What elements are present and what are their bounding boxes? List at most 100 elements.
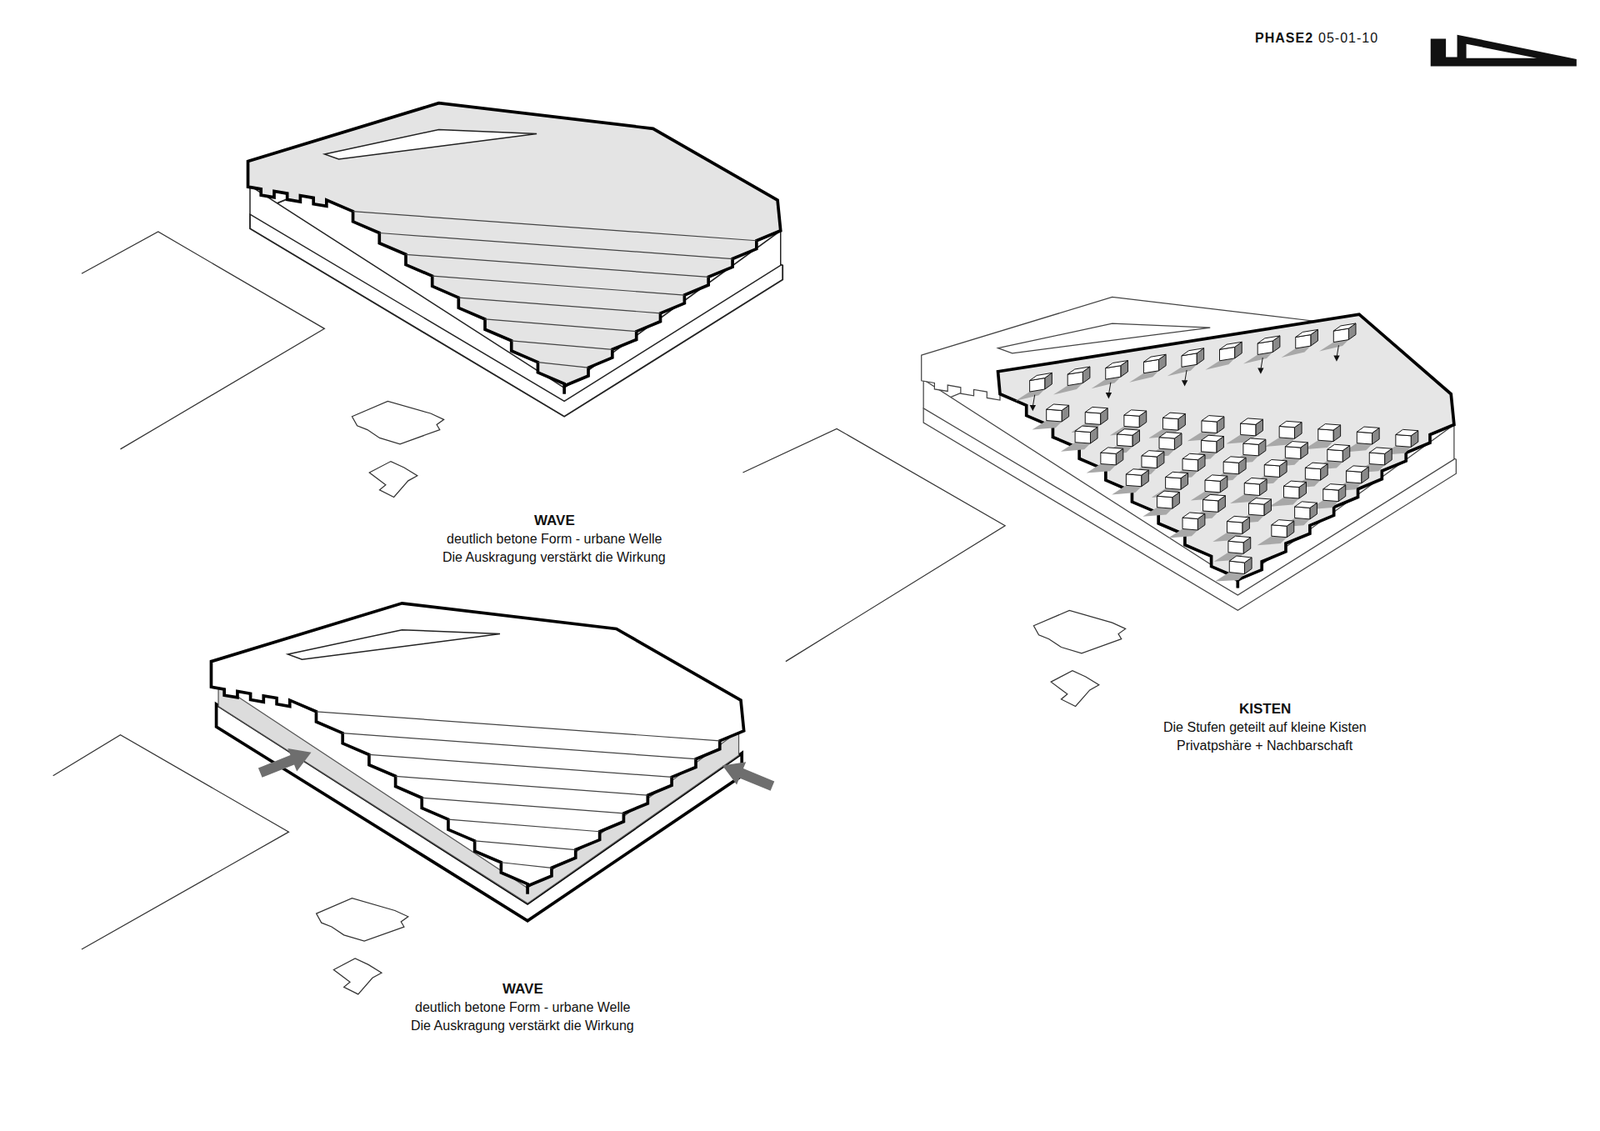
stair-line — [315, 711, 720, 741]
box-top — [1181, 348, 1205, 356]
office-logo — [1430, 35, 1577, 67]
direction-arrow — [258, 748, 312, 778]
small-arrow-head — [1030, 405, 1036, 411]
box-top — [1271, 520, 1295, 527]
box-top — [1228, 535, 1251, 543]
stair-line — [405, 254, 709, 277]
box-shadow — [1142, 507, 1173, 517]
box-top — [1244, 477, 1267, 485]
box-top — [1257, 335, 1280, 344]
box-top — [1182, 512, 1205, 520]
box-top — [1279, 420, 1302, 427]
stair-line — [353, 211, 757, 241]
box-front — [1395, 434, 1411, 447]
box-top — [1200, 435, 1224, 441]
logo-cutout — [1466, 44, 1537, 59]
box-shadow — [1257, 535, 1288, 545]
box-top — [1046, 404, 1070, 410]
box-shadow — [1168, 529, 1198, 539]
box-shadow — [1086, 464, 1117, 474]
box-front — [1226, 520, 1242, 534]
box-front — [1305, 467, 1320, 480]
building-footprint — [1050, 670, 1100, 707]
box-front — [1229, 560, 1245, 574]
box-top — [1143, 354, 1166, 362]
small-arrow-head — [1181, 380, 1188, 386]
box-top — [1156, 490, 1180, 498]
stair-line — [485, 319, 637, 332]
box-top — [1030, 372, 1053, 380]
box-top — [1249, 498, 1272, 505]
box-top — [1226, 515, 1250, 523]
box-top — [1243, 438, 1266, 445]
box-front — [1165, 476, 1181, 490]
box-top — [1124, 410, 1147, 416]
box-front — [1271, 525, 1287, 538]
box-top — [1284, 480, 1307, 487]
box-front — [1100, 452, 1116, 465]
skylight — [287, 630, 500, 660]
box-top — [1201, 415, 1225, 422]
box-front — [1279, 425, 1295, 439]
stair-line — [511, 340, 613, 350]
box-top — [1085, 406, 1108, 413]
box-top — [1205, 475, 1228, 481]
stair-line — [448, 819, 600, 832]
box-top — [1162, 412, 1185, 419]
stair-line — [342, 733, 696, 760]
box-front — [1284, 485, 1300, 499]
stair-line — [537, 362, 589, 369]
direction-arrow — [722, 761, 775, 791]
box-top — [1220, 341, 1243, 350]
box-top — [1395, 429, 1419, 435]
box-front — [1156, 495, 1172, 509]
box-front — [1182, 517, 1198, 530]
box-front — [1223, 461, 1239, 475]
box-top — [1285, 441, 1308, 448]
small-arrow-head — [1333, 355, 1340, 361]
concept-title: WAVE — [502, 980, 544, 998]
box-front — [1046, 409, 1062, 422]
box-front — [1345, 470, 1361, 484]
stair-line — [395, 775, 649, 795]
box-top — [1100, 447, 1124, 454]
concept-title: WAVE — [534, 512, 575, 530]
building-footprint — [369, 461, 418, 498]
box-top — [1318, 424, 1341, 430]
concept-title: KISTEN — [1239, 700, 1291, 718]
box-top — [1327, 444, 1350, 450]
box-front — [1125, 474, 1141, 487]
box-front — [1203, 500, 1219, 513]
concept-note: deutlich betone Form - urbane Welle — [415, 999, 631, 1015]
box-top — [1295, 501, 1318, 509]
box-front — [1264, 465, 1280, 478]
stair-line — [432, 275, 685, 295]
box-front — [1200, 440, 1216, 453]
box-top — [1369, 447, 1392, 454]
box-front — [1182, 458, 1198, 471]
box-front — [1356, 431, 1372, 445]
logo-mark — [1430, 35, 1577, 67]
box-top — [1067, 366, 1090, 375]
box-shadow — [1032, 420, 1063, 430]
box-top — [1182, 453, 1205, 460]
box-top — [1356, 426, 1380, 433]
concept-note: Privatpshäre + Nachbarschaft — [1176, 737, 1353, 754]
box-front — [1117, 434, 1133, 447]
stair-line — [475, 840, 576, 850]
wave-model — [81, 103, 783, 498]
box-front — [1318, 429, 1334, 442]
stair-line — [458, 297, 660, 314]
roof-wave — [210, 603, 744, 895]
roof-ghost — [921, 296, 1455, 588]
box-front — [1249, 503, 1265, 516]
building-footprint — [316, 898, 409, 941]
kisten-model — [742, 296, 1456, 706]
box-top — [1165, 471, 1189, 478]
box-front — [1159, 437, 1175, 450]
box-front — [1085, 412, 1100, 425]
box-front — [1075, 430, 1090, 444]
stair-line — [369, 754, 672, 777]
site-outline — [81, 231, 325, 450]
